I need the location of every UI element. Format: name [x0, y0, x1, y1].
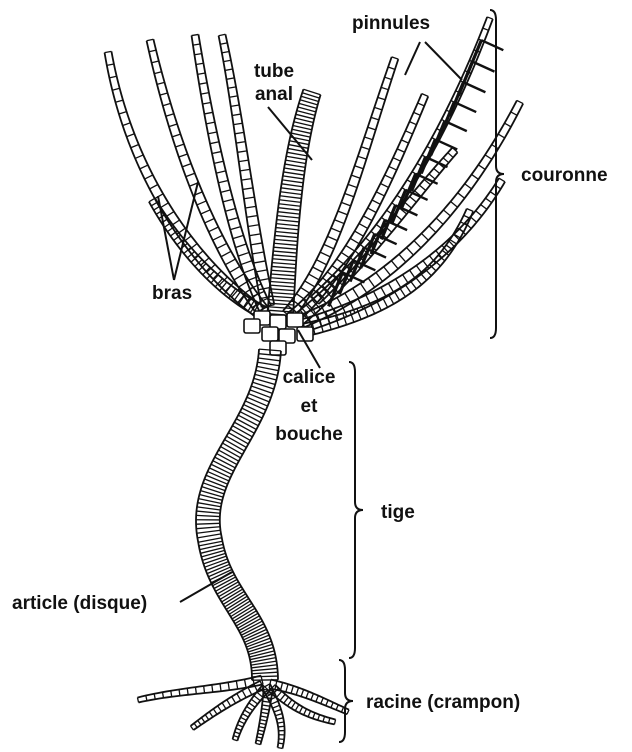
arm-7 [288, 94, 428, 323]
label-calice: calice [264, 368, 354, 388]
label-anal: anal [244, 85, 304, 105]
root-drawing [137, 676, 349, 749]
label-tube: tube [244, 62, 304, 82]
pinnule-right [454, 102, 476, 112]
anal-tube [267, 89, 321, 319]
pinnule-right [472, 62, 494, 72]
calyx-drawing [244, 311, 313, 355]
label-pinnules: pinnules [352, 14, 430, 34]
label-tige: tige [381, 503, 415, 523]
label-bouche: bouche [264, 425, 354, 445]
calyx-plate [287, 313, 303, 327]
calyx-plate [262, 327, 278, 341]
pinnule-left [467, 40, 481, 74]
label-article-disque: article (disque) [12, 594, 147, 614]
pointer-pinnules-2 [425, 42, 462, 80]
brace-couronne [490, 10, 504, 338]
calyx-plate [270, 341, 286, 355]
pinnules-drawing [311, 17, 503, 306]
label-bras: bras [152, 284, 192, 304]
pinnule-right [435, 139, 457, 149]
pointer-pinnules-1 [405, 42, 420, 75]
label-et: et [264, 397, 354, 417]
brace-racine [339, 660, 353, 742]
brackets [339, 10, 504, 742]
pinnule-right [445, 121, 467, 131]
arm-1 [105, 51, 264, 317]
root-4 [256, 690, 273, 745]
root-7 [262, 684, 285, 749]
pinnule-right [463, 82, 485, 92]
anal-tube-drawing [267, 89, 321, 319]
calyx-plate [244, 319, 260, 333]
label-racine-crampon: racine (crampon) [366, 693, 520, 713]
pointer-anal-tube [268, 107, 312, 160]
label-couronne: couronne [521, 166, 608, 186]
pinnule-right [481, 40, 503, 50]
